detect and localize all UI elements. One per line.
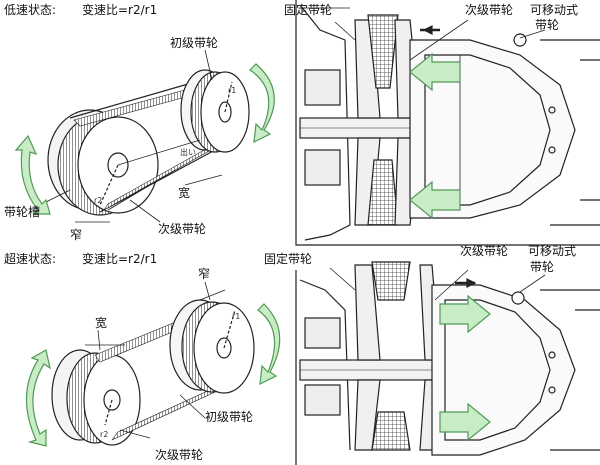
top-small-mark: 出い	[180, 148, 196, 157]
top-secondary-pulley-label: 次级带轮	[158, 222, 207, 236]
rotation-arrow-right-bottom	[257, 303, 281, 386]
top-left-rotation-arrows	[14, 63, 275, 215]
top-primary-pulley-label: 初级带轮	[170, 36, 219, 50]
rotation-arrow-left	[14, 134, 51, 215]
top-narrow-label: 窄	[70, 228, 83, 242]
bottom-r1-label: r1	[232, 312, 241, 321]
bottom-right-leaders	[329, 267, 546, 301]
top-state-label: 低速状态:	[4, 3, 57, 17]
bottom-left-rotation-arrows	[25, 303, 281, 447]
push-arrow-bottom-bottom	[439, 402, 491, 442]
bottom-right-cross-section	[295, 261, 600, 465]
bottom-narrow-label: 窄	[198, 267, 211, 281]
bottom-secondary-pulley-label: 次级带轮	[155, 448, 204, 462]
top-fixed-pulley-label: 固定带轮	[284, 3, 333, 17]
top-right-secondary-pulley-label: 次级带轮	[465, 3, 514, 17]
rotation-arrow-left-bottom	[25, 349, 51, 447]
top-right-cross-section	[295, 0, 600, 246]
top-movable-pulley-line2: 带轮	[535, 18, 560, 32]
bottom-right-push-arrows	[439, 294, 491, 442]
push-arrow-top-bottom	[439, 294, 491, 334]
top-groove-label: 带轮槽	[4, 205, 41, 219]
bottom-left-pulley-sketch	[51, 289, 255, 446]
top-ratio-label: 变速比=r2/r1	[82, 3, 158, 17]
bottom-state-label: 超速状态:	[4, 252, 57, 266]
rotation-arrow-right	[249, 63, 275, 144]
push-arrow-top	[409, 52, 461, 92]
top-r2-label: r2	[94, 196, 103, 205]
top-r1-label: r1	[228, 86, 237, 95]
top-movable-pulley-line1: 可移动式	[530, 3, 579, 17]
top-left-pulley-sketch	[47, 69, 250, 223]
bottom-movable-pulley-line1: 可移动式	[528, 244, 577, 258]
bottom-movable-pulley-line2: 带轮	[530, 260, 555, 274]
push-arrow-bottom	[409, 180, 461, 220]
top-right-leaders	[334, 19, 546, 61]
bottom-ratio-label: 变速比=r2/r1	[82, 252, 158, 266]
top-right-push-arrows	[409, 52, 461, 220]
bottom-wide-label: 宽	[95, 316, 108, 330]
bottom-r2-label: r2	[100, 430, 109, 439]
bottom-left-leaders	[97, 281, 211, 439]
bottom-primary-pulley-label: 初级带轮	[205, 410, 254, 424]
bottom-fixed-pulley-label: 固定带轮	[264, 252, 313, 266]
bottom-right-secondary-pulley-label: 次级带轮	[460, 244, 509, 258]
top-wide-label: 宽	[178, 186, 191, 200]
